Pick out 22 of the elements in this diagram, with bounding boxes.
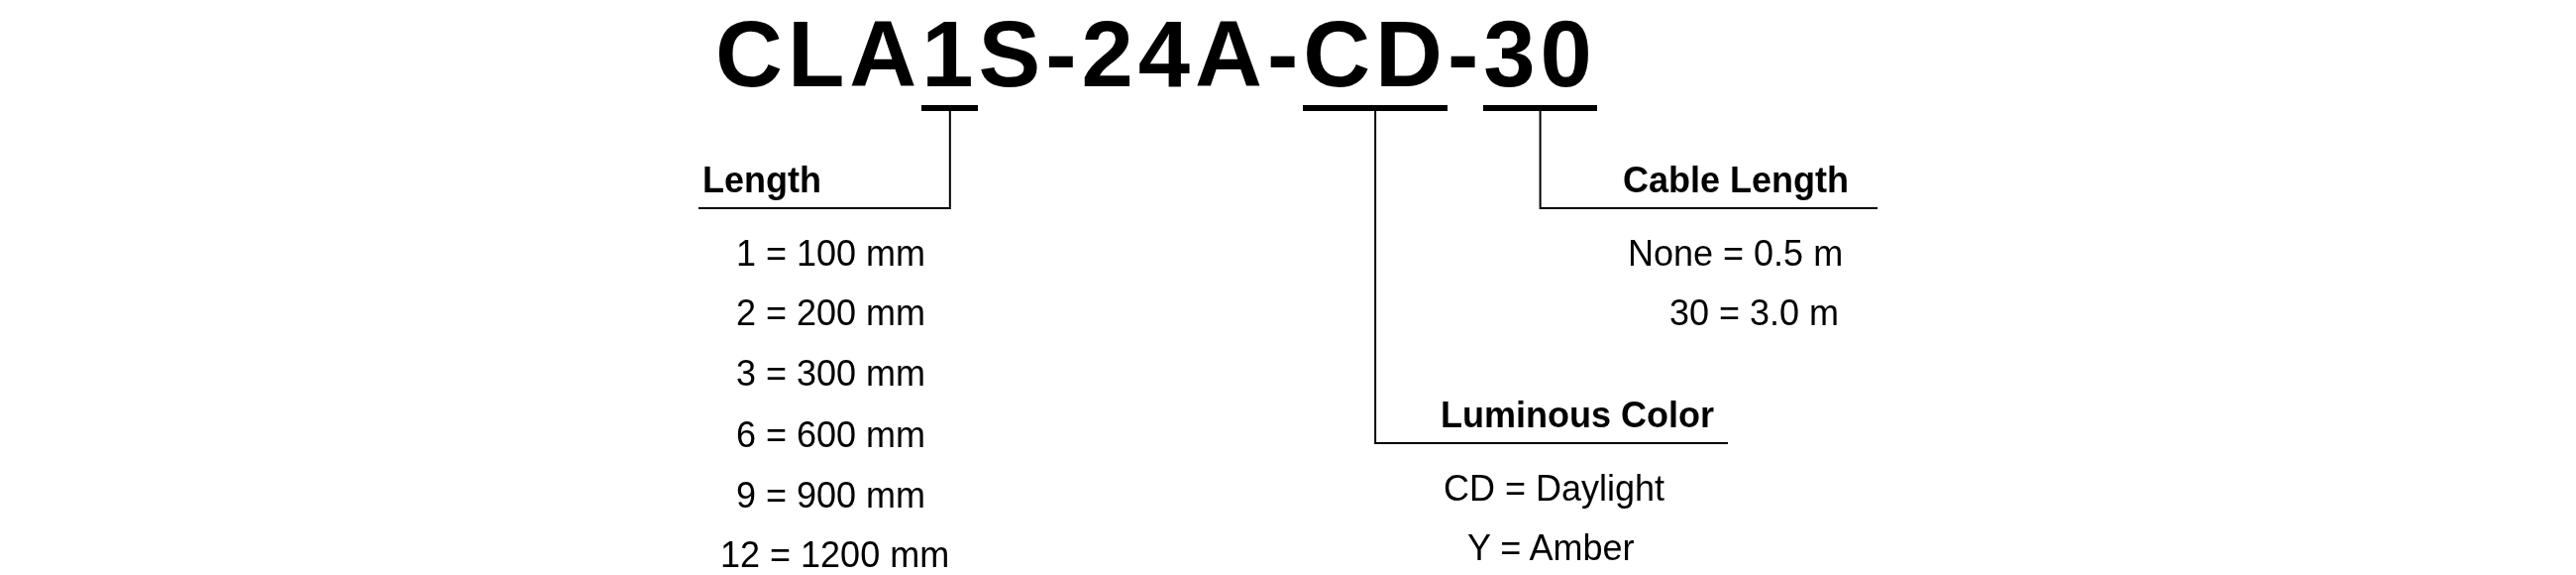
part-code-segment: 1 [921,8,979,111]
leader-line [1374,110,1729,444]
option-heading: Luminous Color [1421,398,1728,443]
option-value: CD = Daylight [1444,471,1665,507]
option-heading: Length [698,163,963,208]
part-code-text: CLA [715,8,922,101]
part-code-segment: 30 [1483,8,1597,111]
option-heading: Cable Length [1605,163,1878,208]
option-value: 3 = 300 mm [736,356,926,392]
option-value: 9 = 900 mm [736,478,926,514]
option-value: 2 = 200 mm [736,295,926,331]
option-value: 30 = 3.0 m [1669,295,1840,331]
part-code-text: - [1448,8,1484,101]
option-value: None = 0.5 m [1628,236,1844,272]
part-code-segment: CD [1303,8,1448,111]
option-value: 6 = 600 mm [736,417,926,453]
option-value: Y = Amber [1467,530,1635,566]
option-value: 1 = 100 mm [736,236,926,272]
part-code-text: S-24A- [978,8,1304,101]
option-value: 12 = 1200 mm [720,537,950,573]
leader-line [698,110,951,209]
leader-line [1539,110,1878,209]
